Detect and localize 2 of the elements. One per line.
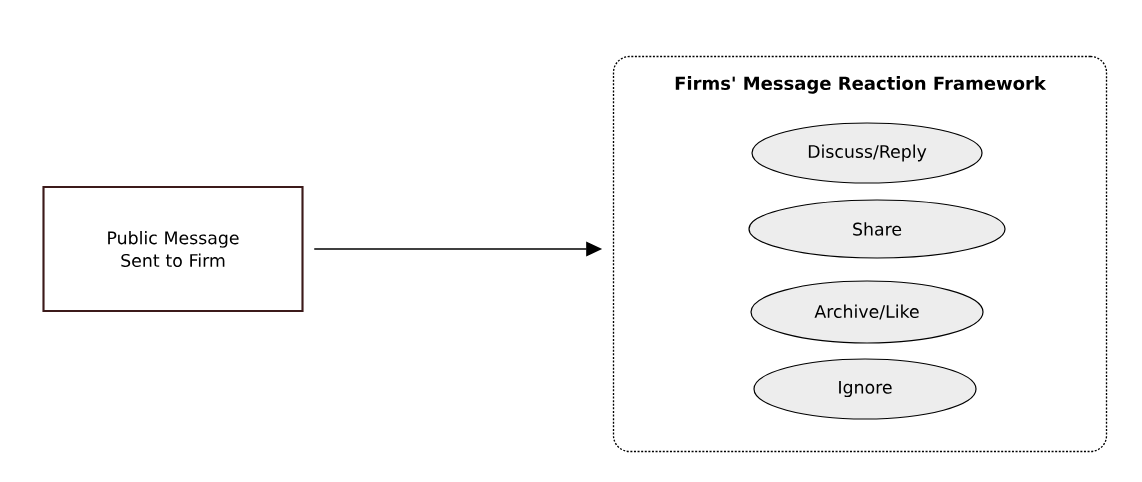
message-box: Public Message Sent to Firm [42, 185, 304, 313]
container-title: Firms' Message Reaction Framework [675, 76, 1047, 94]
